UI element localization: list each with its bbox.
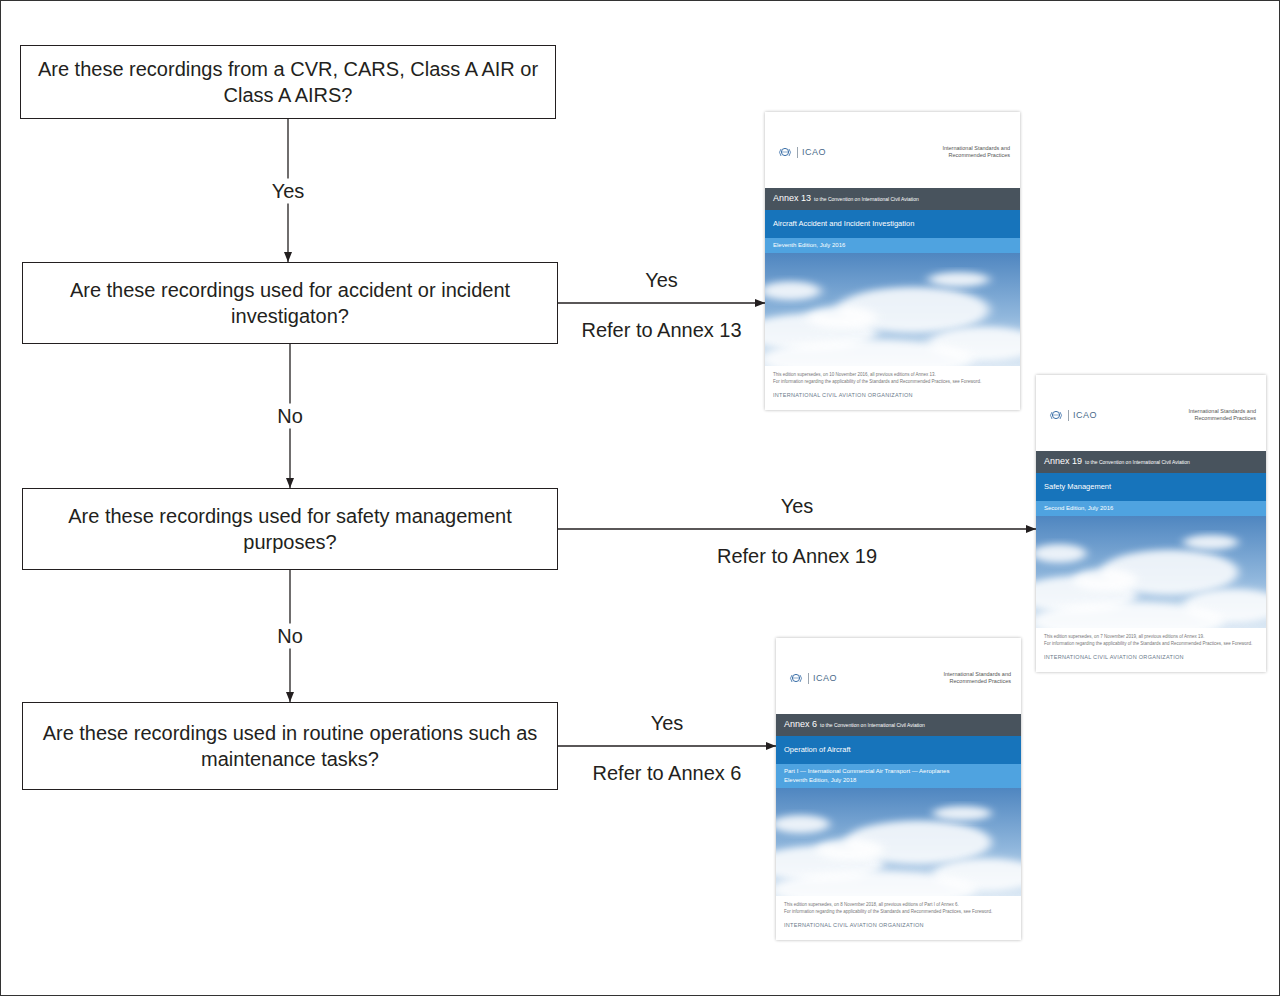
cover-title-band: Operation of Aircraft	[776, 736, 1021, 764]
icao-emblem	[777, 146, 793, 158]
document-cover: ICAO International Standards and Recommen…	[776, 638, 1021, 940]
sky-photo	[1036, 516, 1266, 628]
sky-photo	[776, 788, 1021, 896]
cover-logo-text: ICAO	[1073, 410, 1097, 420]
cover-photo	[776, 788, 1021, 896]
cover-logo-text: ICAO	[813, 673, 837, 683]
cover-isrp-text: International Standards and Recommended …	[929, 671, 1011, 685]
cover-logo-text: ICAO	[802, 147, 826, 157]
question-text: Are these recordings used for safety man…	[37, 503, 543, 555]
cover-photo	[1036, 516, 1266, 628]
cover-isrp-text: International Standards and Recommended …	[928, 145, 1010, 159]
cover-org-text: INTERNATIONAL CIVIL AVIATION ORGANIZATIO…	[773, 392, 1012, 398]
decision-box: Are these recordings used for accident o…	[22, 262, 558, 344]
cover-small-text: This edition supersedes, on 7 November 2…	[1044, 634, 1258, 640]
cover-annex-text: Annex 13	[773, 193, 811, 203]
question-text: Are these recordings used for accident o…	[37, 277, 543, 329]
cover-annex-band: Annex 19to the Convention on Internation…	[1036, 451, 1266, 473]
edge-label: Yes	[776, 494, 819, 519]
cover-small-text: This edition supersedes, on 8 November 2…	[784, 902, 1013, 908]
edge-label: Yes	[267, 178, 310, 203]
sky-photo	[765, 253, 1020, 366]
icao-logo: ICAO	[1048, 409, 1097, 421]
cover-conv-text: to the Convention on International Civil…	[1085, 459, 1190, 465]
cover-edition-band: Part I — International Commercial Air Tr…	[776, 764, 1021, 788]
decision-box: Are these recordings from a CVR, CARS, C…	[20, 45, 556, 119]
cover-small-text: This edition supersedes, on 10 November …	[773, 372, 1012, 378]
reference-note: Refer to Annex 13	[581, 319, 741, 342]
cover-title-text: Safety Management	[1044, 482, 1258, 491]
edge-label: Yes	[646, 711, 689, 736]
cover-edition-band: Second Edition, July 2016	[1036, 501, 1266, 516]
icao-emblem	[788, 672, 804, 684]
cover-conv-text: to the Convention on International Civil…	[814, 196, 919, 202]
cover-annex-text: Annex 19	[1044, 456, 1082, 466]
cover-conv-text: to the Convention on International Civil…	[820, 722, 925, 728]
icao-emblem	[1048, 409, 1064, 421]
cover-small-text: For information regarding the applicabil…	[784, 909, 1013, 915]
cover-edition-text: Eleventh Edition, July 2016	[773, 241, 1012, 250]
decision-box: Are these recordings used in routine ope…	[22, 702, 558, 790]
cover-edition-band: Eleventh Edition, July 2016	[765, 238, 1020, 253]
document-cover: ICAO International Standards and Recommen…	[1036, 375, 1266, 672]
document-cover: ICAO International Standards and Recommen…	[765, 112, 1020, 410]
cover-small-text: For information regarding the applicabil…	[1044, 641, 1258, 647]
logo-separator	[1068, 410, 1069, 421]
cover-header: ICAO International Standards and Recommen…	[1036, 375, 1266, 451]
cover-title-band: Safety Management	[1036, 473, 1266, 501]
cover-small-text: For information regarding the applicabil…	[773, 379, 1012, 385]
reference-note: Refer to Annex 6	[593, 762, 742, 785]
logo-separator	[808, 673, 809, 684]
cover-footer: This edition supersedes, on 10 November …	[765, 366, 1020, 410]
flow-arrow	[558, 745, 776, 746]
cover-header: ICAO International Standards and Recommen…	[765, 112, 1020, 188]
cover-annex-band: Annex 13to the Convention on Internation…	[765, 188, 1020, 210]
cover-footer: This edition supersedes, on 8 November 2…	[776, 896, 1021, 940]
cover-edition-text: Eleventh Edition, July 2018	[784, 776, 1013, 785]
cover-annex-text: Annex 6	[784, 719, 817, 729]
cover-org-text: INTERNATIONAL CIVIL AVIATION ORGANIZATIO…	[784, 922, 1013, 928]
edge-label: No	[272, 404, 308, 429]
edge-label: No	[272, 624, 308, 649]
question-text: Are these recordings from a CVR, CARS, C…	[35, 56, 541, 108]
cover-edition-text: Second Edition, July 2016	[1044, 504, 1258, 513]
cover-title-text: Aircraft Accident and Incident Investiga…	[773, 219, 1012, 228]
icao-logo: ICAO	[777, 146, 826, 158]
cover-annex-band: Annex 6to the Convention on Internationa…	[776, 714, 1021, 736]
cover-isrp-text: International Standards and Recommended …	[1174, 408, 1256, 422]
cover-title-text: Operation of Aircraft	[784, 745, 1013, 754]
cover-photo	[765, 253, 1020, 366]
cover-title-band: Aircraft Accident and Incident Investiga…	[765, 210, 1020, 238]
flow-arrow	[558, 528, 1036, 529]
edge-label: Yes	[640, 268, 683, 293]
decision-box: Are these recordings used for safety man…	[22, 488, 558, 570]
icao-logo: ICAO	[788, 672, 837, 684]
cover-header: ICAO International Standards and Recommen…	[776, 638, 1021, 714]
flow-arrow	[558, 302, 765, 303]
cover-footer: This edition supersedes, on 7 November 2…	[1036, 628, 1266, 672]
logo-separator	[797, 147, 798, 158]
cover-org-text: INTERNATIONAL CIVIL AVIATION ORGANIZATIO…	[1044, 654, 1258, 660]
cover-edition-text: Part I — International Commercial Air Tr…	[784, 767, 1013, 776]
question-text: Are these recordings used in routine ope…	[37, 720, 543, 772]
reference-note: Refer to Annex 19	[717, 545, 877, 568]
